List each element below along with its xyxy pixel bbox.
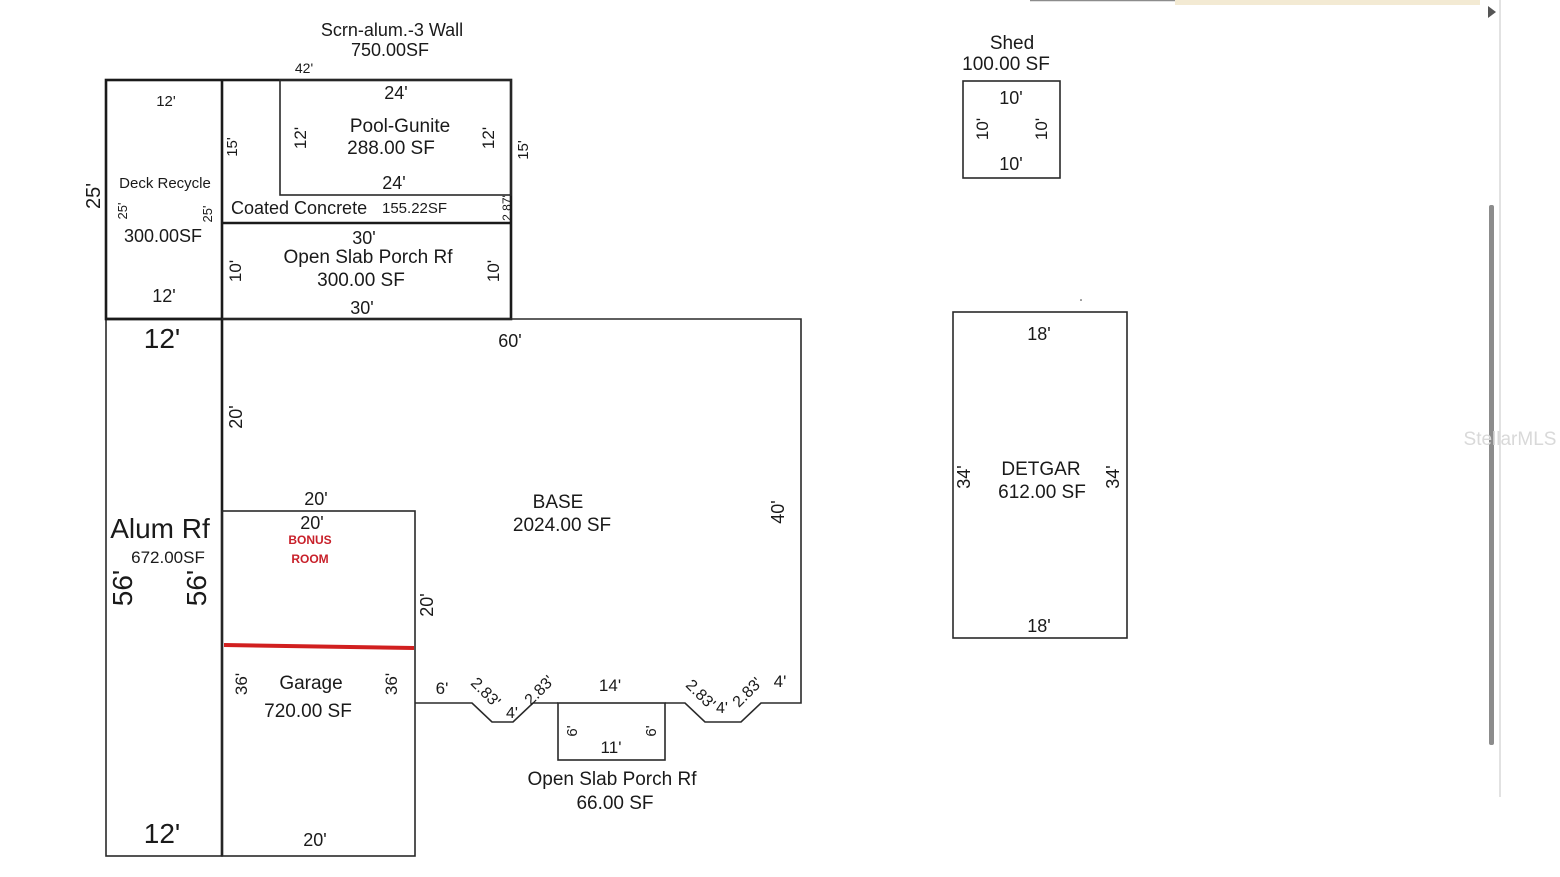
porch-bottom-dim-right: 6' bbox=[643, 725, 660, 736]
shed-area: 100.00 SF bbox=[962, 54, 1050, 75]
top-bar-strip bbox=[1175, 0, 1480, 5]
pool-outline bbox=[279, 79, 512, 196]
base-dim-283d: 2.83' bbox=[730, 675, 766, 711]
shed-dim-top: 10' bbox=[999, 88, 1022, 108]
coated-dim-left: 15' bbox=[224, 137, 241, 157]
deck-dim-bottom: 12' bbox=[152, 286, 175, 306]
alum-dim-left: 56' bbox=[107, 570, 138, 607]
pool-area: 288.00 SF bbox=[347, 138, 435, 159]
base-outline-left bbox=[415, 702, 558, 723]
base-area: 2024.00 SF bbox=[513, 515, 611, 536]
base-dim-4a: 4' bbox=[506, 705, 518, 722]
bonus-dim-top-outer: 20' bbox=[304, 489, 327, 509]
alum-dim-right: 56' bbox=[181, 570, 212, 607]
scroll-arrow-icon[interactable] bbox=[1488, 6, 1496, 18]
coated-name: Coated Concrete bbox=[231, 198, 367, 218]
pool-dim-left: 12' bbox=[291, 127, 310, 149]
detgar-dim-top: 18' bbox=[1027, 324, 1050, 344]
pool-dim-top: 24' bbox=[384, 83, 407, 103]
porch-top-area: 300.00 SF bbox=[317, 270, 405, 291]
bonus-dim-top: 20' bbox=[300, 513, 323, 533]
deck-dim-top: 12' bbox=[156, 93, 176, 110]
garage-name: Garage bbox=[279, 673, 342, 694]
porch-bottom-area: 66.00 SF bbox=[576, 793, 653, 814]
plan-lines bbox=[104, 78, 1128, 857]
shed-name: Shed bbox=[990, 33, 1034, 54]
base-dim-283c: 2.83' bbox=[682, 677, 718, 713]
garage-area: 720.00 SF bbox=[264, 701, 352, 722]
alum-dim-bottom: 12' bbox=[144, 818, 181, 849]
shed-outline bbox=[962, 80, 1061, 179]
small-porch-outline bbox=[557, 702, 666, 761]
detgar-dim-left: 34' bbox=[954, 465, 974, 488]
deck-dim-left: 25' bbox=[115, 203, 130, 220]
base-dim-inner: 20' bbox=[417, 593, 437, 616]
alum-dim-top: 12' bbox=[144, 323, 181, 354]
watermark-text: StellarMLS bbox=[1464, 429, 1557, 450]
scrn-dim-left: 25' bbox=[83, 183, 105, 209]
porch-bottom-name: Open Slab Porch Rf bbox=[528, 769, 698, 790]
base-outline-right bbox=[222, 318, 802, 723]
scrollbar-thumb[interactable] bbox=[1489, 205, 1494, 745]
garage-dim-bottom: 20' bbox=[303, 830, 326, 850]
base-dim-6: 6' bbox=[436, 679, 449, 698]
base-dim-right: 40' bbox=[768, 500, 788, 523]
garage-outline bbox=[221, 510, 416, 857]
scrn-name: Scrn-alum.-3 Wall bbox=[321, 20, 463, 40]
detgar-dim-bottom: 18' bbox=[1027, 616, 1050, 636]
coated-area: 155.22SF bbox=[382, 200, 447, 217]
base-dim-283a: 2.83' bbox=[467, 675, 503, 711]
porch-top-dim-right: 10' bbox=[484, 260, 503, 282]
garage-dim-left: 36' bbox=[232, 673, 251, 695]
coated-dim-right: 15' bbox=[515, 140, 532, 160]
garage-dim-right: 36' bbox=[382, 673, 401, 695]
scrn-area: 750.00SF bbox=[351, 40, 429, 60]
shed-dim-right: 10' bbox=[1032, 118, 1051, 140]
scrn-dim-top: 42' bbox=[295, 60, 313, 76]
alum-name: Alum Rf bbox=[110, 513, 210, 544]
base-dim-4b: 4' bbox=[716, 700, 728, 717]
alum-area: 672.00SF bbox=[131, 548, 205, 567]
pool-dim-right: 12' bbox=[479, 127, 498, 149]
shed-dim-bottom: 10' bbox=[999, 154, 1022, 174]
detgar-outline bbox=[952, 311, 1128, 639]
pool-dim-bottom: 24' bbox=[382, 173, 405, 193]
base-dim-left: 20' bbox=[226, 405, 246, 428]
porch-top-name: Open Slab Porch Rf bbox=[284, 247, 454, 268]
bonus-label-line2: ROOM bbox=[291, 552, 328, 566]
porch-top-dim-top: 30' bbox=[352, 228, 375, 248]
detgar-area: 612.00 SF bbox=[998, 482, 1086, 503]
pool-name: Pool-Gunite bbox=[350, 116, 450, 137]
alum-rf-outline bbox=[105, 79, 223, 857]
deck-name: Deck Recycle bbox=[119, 175, 211, 192]
bonus-room-divider bbox=[223, 643, 415, 650]
base-dim-4c: 4' bbox=[774, 672, 787, 691]
deck-area: 300.00SF bbox=[124, 226, 202, 246]
shed-dim-left: 10' bbox=[973, 118, 992, 140]
base-name: BASE bbox=[533, 492, 584, 513]
porch-bottom-dim-bottom: 11' bbox=[601, 738, 622, 757]
porch-bottom-dim-left: 6' bbox=[564, 725, 581, 736]
detgar-name: DETGAR bbox=[1001, 459, 1080, 480]
bonus-label-line1: BONUS bbox=[288, 533, 331, 547]
base-dim-14: 14' bbox=[599, 676, 621, 695]
coated-dim-small: 2.87' bbox=[500, 195, 514, 221]
porch-top-dim-bottom: 30' bbox=[350, 298, 373, 318]
porch-top-dim-left: 10' bbox=[226, 260, 245, 282]
base-dim-top: 60' bbox=[498, 331, 521, 351]
deck-dim-right: 25' bbox=[200, 206, 215, 223]
detgar-dim-right: 34' bbox=[1103, 465, 1123, 488]
